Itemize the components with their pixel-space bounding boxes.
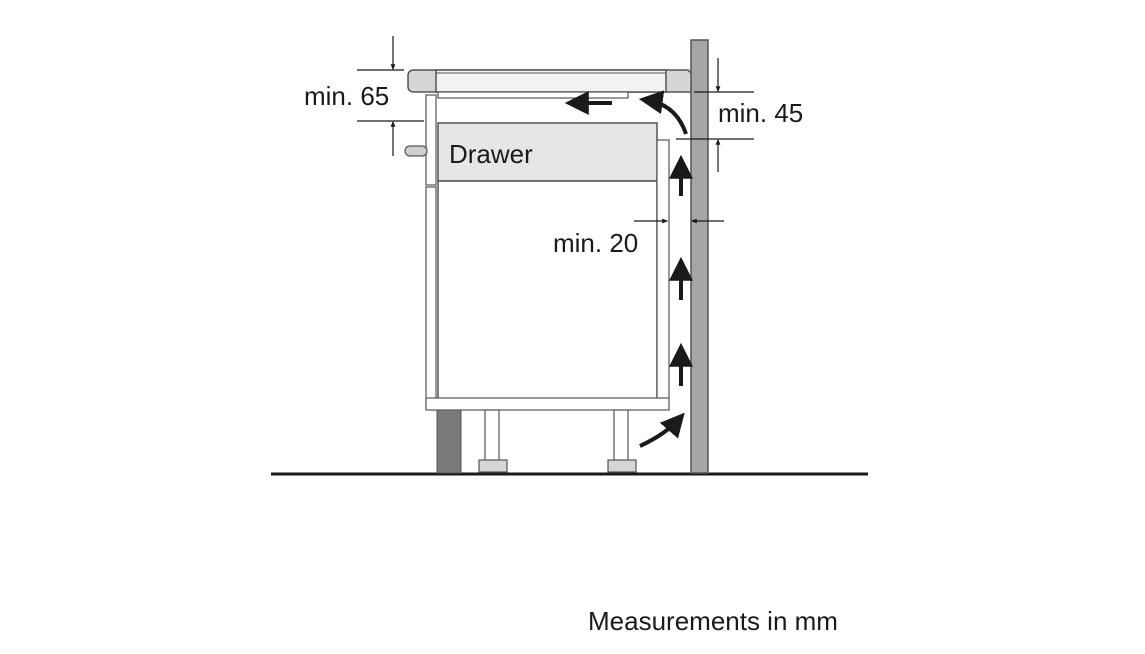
leg-right-foot (607, 459, 637, 473)
dimension-top-gap (357, 36, 424, 156)
plinth (436, 409, 462, 474)
side-gap-label: min. 20 (553, 228, 638, 258)
drawer-label: Drawer (449, 139, 533, 169)
leg-left-foot (478, 459, 508, 473)
measurements-caption: Measurements in mm (588, 606, 838, 636)
cabinet-back-panel (656, 139, 670, 401)
leg-left (484, 409, 500, 463)
cabinet-body (437, 180, 658, 401)
airflow-arrow-bottom (639, 412, 685, 448)
dimension-wall-gap (676, 58, 754, 172)
cabinet-front (425, 186, 437, 410)
leg-right (613, 409, 629, 463)
wall-gap-label: min. 45 (718, 98, 803, 128)
top-gap-label: min. 65 (304, 81, 389, 111)
cabinet-bottom (425, 397, 670, 411)
drawer-handle (404, 145, 428, 157)
drawer-front-frame (425, 94, 437, 186)
hob-body (437, 91, 629, 99)
wall (690, 39, 709, 474)
airflow-arrows (564, 90, 693, 448)
airflow-arrow-curve-top (638, 90, 688, 135)
